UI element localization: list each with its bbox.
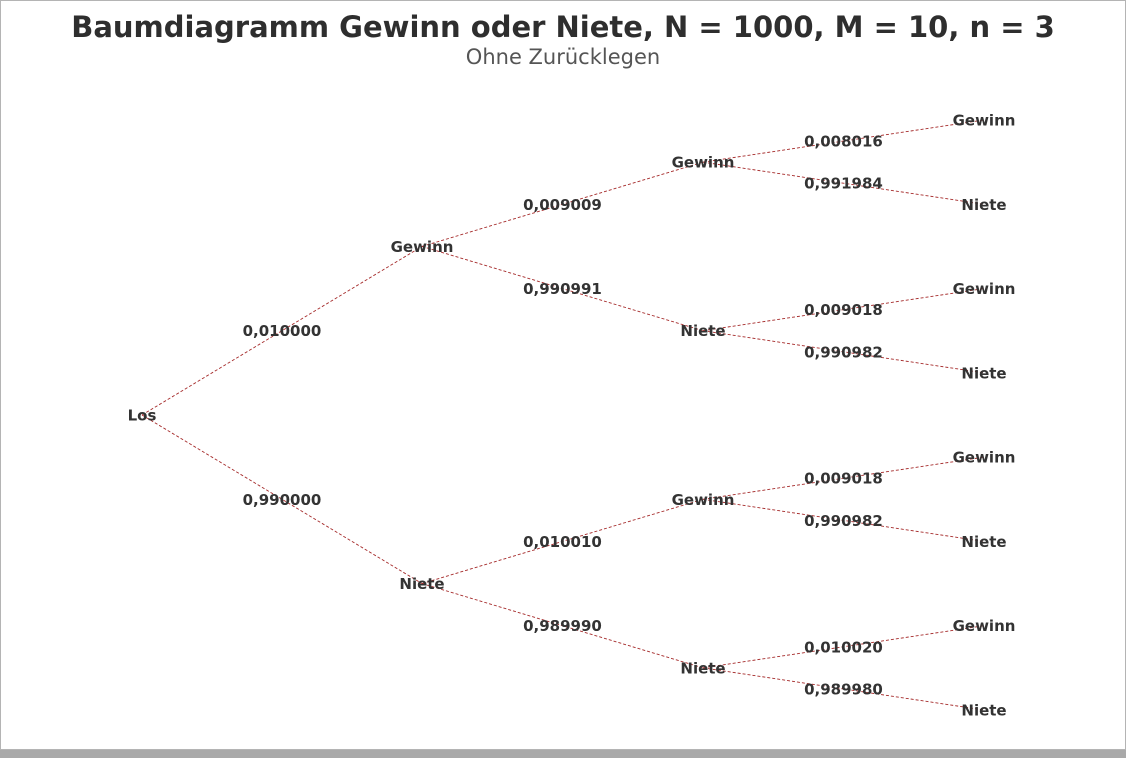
node-label-gewinn: Gewinn <box>953 617 1016 635</box>
node-label-niete: Niete <box>680 659 725 677</box>
tree-edge <box>421 498 704 585</box>
node-label-gewinn: Gewinn <box>953 280 1016 298</box>
probability-labels: 0,010000 0,009009 0,008016 0,991984 0,990991… <box>243 133 883 699</box>
node-labels: GewinnNieteGewinnGewinnNieteNieteGewinnG… <box>128 112 1016 720</box>
tree-edge <box>702 330 985 374</box>
probability-label: 0,010000 <box>243 322 322 340</box>
tree-edge <box>702 667 985 711</box>
root-node-label: Los <box>128 407 157 425</box>
tree-edge <box>702 119 985 163</box>
node-label-niete: Niete <box>680 322 725 340</box>
tree-edge <box>702 625 985 669</box>
probability-label: 0,990982 <box>804 343 883 361</box>
node-label-gewinn: Gewinn <box>672 491 735 509</box>
tree-edge <box>702 288 985 332</box>
probability-label: 0,010020 <box>804 638 883 656</box>
node-label-gewinn: Gewinn <box>953 112 1016 130</box>
probability-label: 0,990982 <box>804 512 883 530</box>
node-label-gewinn: Gewinn <box>953 449 1016 467</box>
tree-edge <box>702 161 985 205</box>
probability-label: 0,990000 <box>243 491 322 509</box>
probability-label: 0,990991 <box>523 280 602 298</box>
probability-label: 0,010010 <box>523 533 602 551</box>
probability-label: 0,009018 <box>804 301 883 319</box>
probability-label: 0,009018 <box>804 470 883 488</box>
probability-label: 0,989990 <box>523 617 602 635</box>
tree-edges <box>141 119 985 711</box>
tree-edge <box>702 456 985 500</box>
node-label-niete: Niete <box>961 364 1006 382</box>
tree-edge <box>421 161 704 247</box>
tree-edge <box>141 414 423 584</box>
diagram-subtitle: Ohne Zurücklegen <box>465 45 661 69</box>
node-label-gewinn: Gewinn <box>391 238 454 256</box>
tree-edge <box>421 245 704 332</box>
probability-label: 0,009009 <box>523 196 602 214</box>
probability-label: 0,991984 <box>804 175 883 193</box>
node-label-niete: Niete <box>961 196 1006 214</box>
tree-edge <box>421 583 704 669</box>
probability-label: 0,989980 <box>804 680 883 698</box>
bottom-scroll-bar <box>0 750 1126 758</box>
diagram-title: Baumdiagramm Gewinn oder Niete, N = 1000… <box>71 10 1055 44</box>
probability-label: 0,008016 <box>804 133 883 151</box>
node-label-gewinn: Gewinn <box>672 154 735 172</box>
tree-edge <box>702 498 985 542</box>
node-label-niete: Niete <box>961 533 1006 551</box>
tree-edge <box>141 246 423 416</box>
node-label-niete: Niete <box>399 575 444 593</box>
node-label-niete: Niete <box>961 702 1006 720</box>
